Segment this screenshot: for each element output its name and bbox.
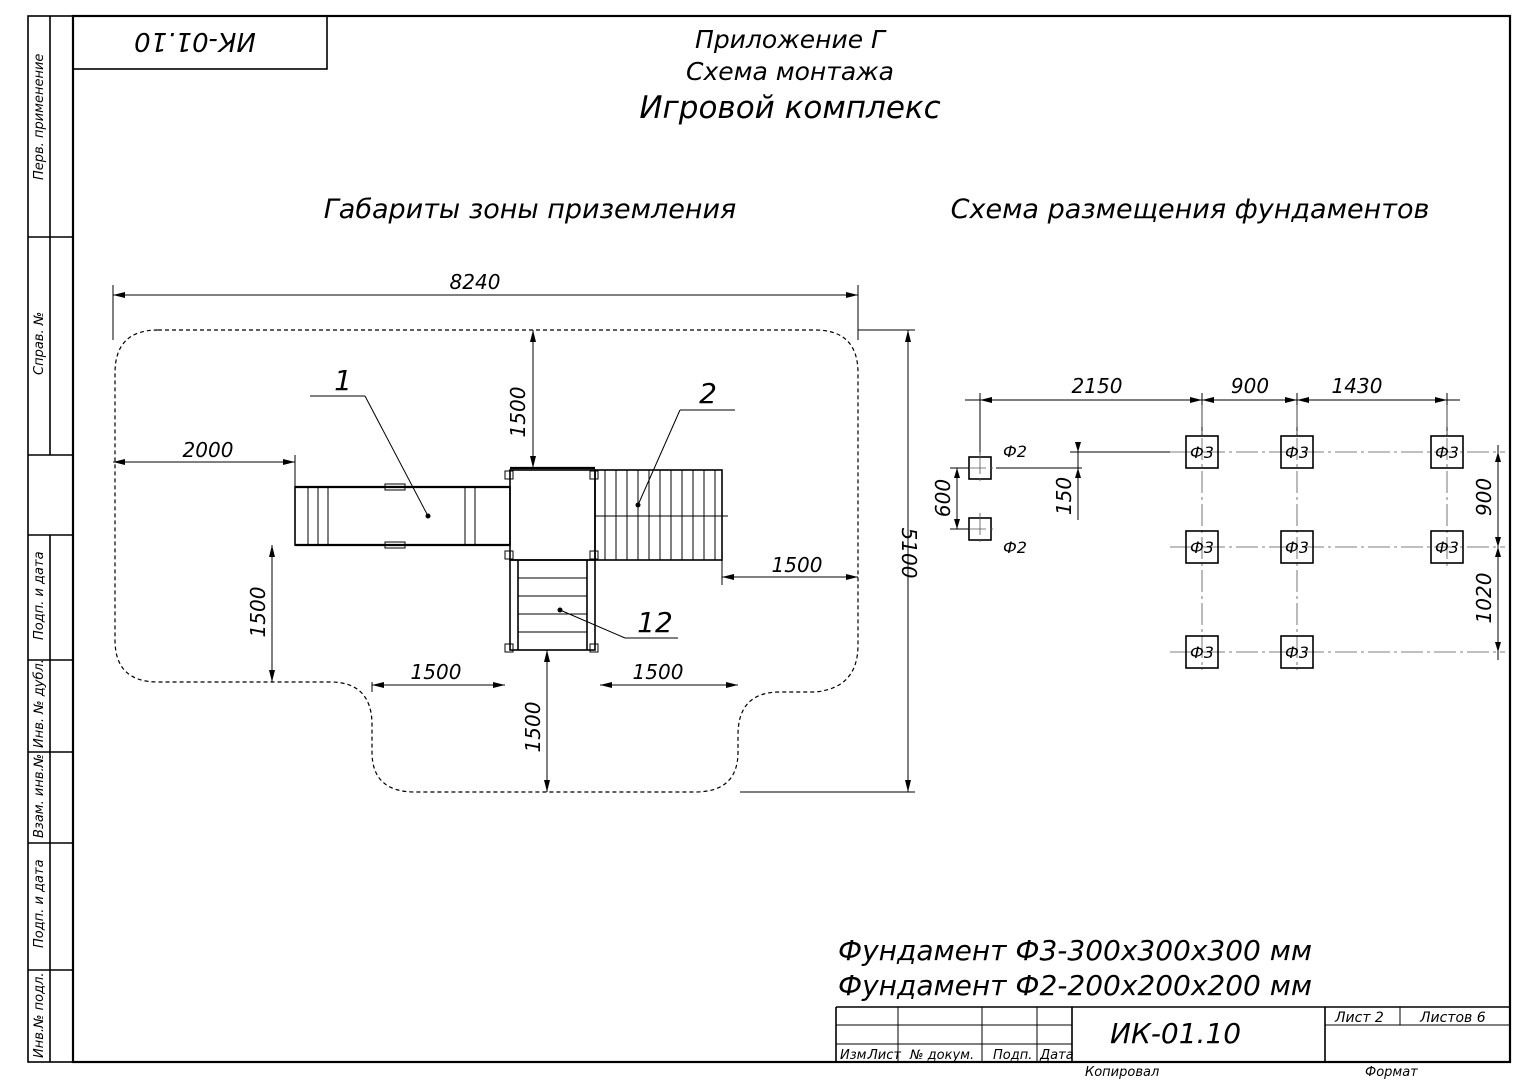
f2-label-top: Ф2 <box>1003 442 1027 461</box>
f2-label-bottom: Ф2 <box>1003 538 1027 557</box>
tb-kopiroval: Копировал <box>1085 1065 1159 1080</box>
top-stamp-code: ИК-01.10 <box>134 26 256 56</box>
header-line2: Схема монтажа <box>686 57 894 86</box>
dim-f-2150: 2150 <box>1072 374 1123 398</box>
top-stamp <box>72 15 328 70</box>
title-block <box>835 1006 1510 1062</box>
tb-code: ИК-01.10 <box>1110 1017 1241 1050</box>
equipment-stairs <box>504 559 599 653</box>
dim-top-offset: 1500 <box>506 387 530 438</box>
f3-label: Ф3 <box>1285 643 1309 662</box>
dim-f-1430: 1430 <box>1332 374 1383 398</box>
note-f2: Фундамент Ф2-200х200х200 мм <box>838 969 1312 1002</box>
foundation-f3-grid <box>1185 435 1464 669</box>
dim-f-900-v: 900 <box>1472 478 1496 516</box>
header-line3: Игровой комплекс <box>639 90 940 126</box>
f3-label: Ф3 <box>1190 643 1214 662</box>
dim-f-600: 600 <box>931 479 955 517</box>
callout-12: 12 <box>637 606 673 639</box>
dim-bottom-right: 1500 <box>633 660 684 684</box>
f3-label: Ф3 <box>1285 443 1309 462</box>
tb-izm: Изм. <box>840 1048 871 1063</box>
dim-left-vertical: 1500 <box>246 587 270 638</box>
left-section-title: Габариты зоны приземления <box>324 194 737 225</box>
foundation-f2-top: Ф2 <box>964 442 1027 484</box>
strip-inv-dubl: Инв. № дубл. <box>32 659 47 748</box>
dim-left-offset: 2000 <box>183 438 234 462</box>
strip-podp2: Подп. и дата <box>32 859 47 948</box>
dim-overall-width: 8240 <box>450 270 501 294</box>
dim-f-150: 150 <box>1052 477 1076 515</box>
tb-list: Лист <box>867 1048 901 1063</box>
note-f3: Фундамент Ф3-300х300х300 мм <box>838 934 1312 967</box>
tb-dokum: № докум. <box>909 1048 974 1063</box>
tb-sheet: Лист 2 <box>1334 1010 1384 1026</box>
f3-label: Ф3 <box>1435 538 1459 557</box>
equipment-tower <box>504 466 599 561</box>
dim-overall-height: 5100 <box>897 528 921 579</box>
dim-f-1020-v: 1020 <box>1472 573 1496 624</box>
dim-f-900: 900 <box>1231 374 1269 398</box>
landing-zone-outline <box>114 329 859 793</box>
strip-inv-podl: Инв.№ подл. <box>32 972 47 1058</box>
equipment-slats <box>594 469 728 561</box>
tb-data: Дата <box>1039 1048 1074 1063</box>
f3-label: Ф3 <box>1190 538 1214 557</box>
f3-label: Ф3 <box>1190 443 1214 462</box>
strip-sprav: Справ. № <box>32 312 47 375</box>
tb-podp: Подп. <box>993 1048 1032 1063</box>
callout-1: 1 <box>334 364 352 397</box>
dim-bottom-vertical: 1500 <box>521 702 545 753</box>
tb-sheets: Листов 6 <box>1419 1010 1486 1026</box>
strip-perv: Перв. применение <box>32 54 47 180</box>
tb-format: Формат <box>1365 1065 1418 1080</box>
strip-podp1: Подп. и дата <box>32 551 47 640</box>
dim-right-offset: 1500 <box>772 553 823 577</box>
f3-label: Ф3 <box>1285 538 1309 557</box>
foundation-f2-bottom: Ф2 <box>964 513 1027 557</box>
dim-bottom-left: 1500 <box>411 660 462 684</box>
equipment-beam <box>294 483 511 549</box>
right-section-title: Схема размещения фундаментов <box>951 194 1430 225</box>
f3-label: Ф3 <box>1435 443 1459 462</box>
callout-2: 2 <box>699 377 717 410</box>
header-line1: Приложение Г <box>695 25 887 54</box>
strip-vzam: Взам. инв.№ <box>32 754 47 838</box>
